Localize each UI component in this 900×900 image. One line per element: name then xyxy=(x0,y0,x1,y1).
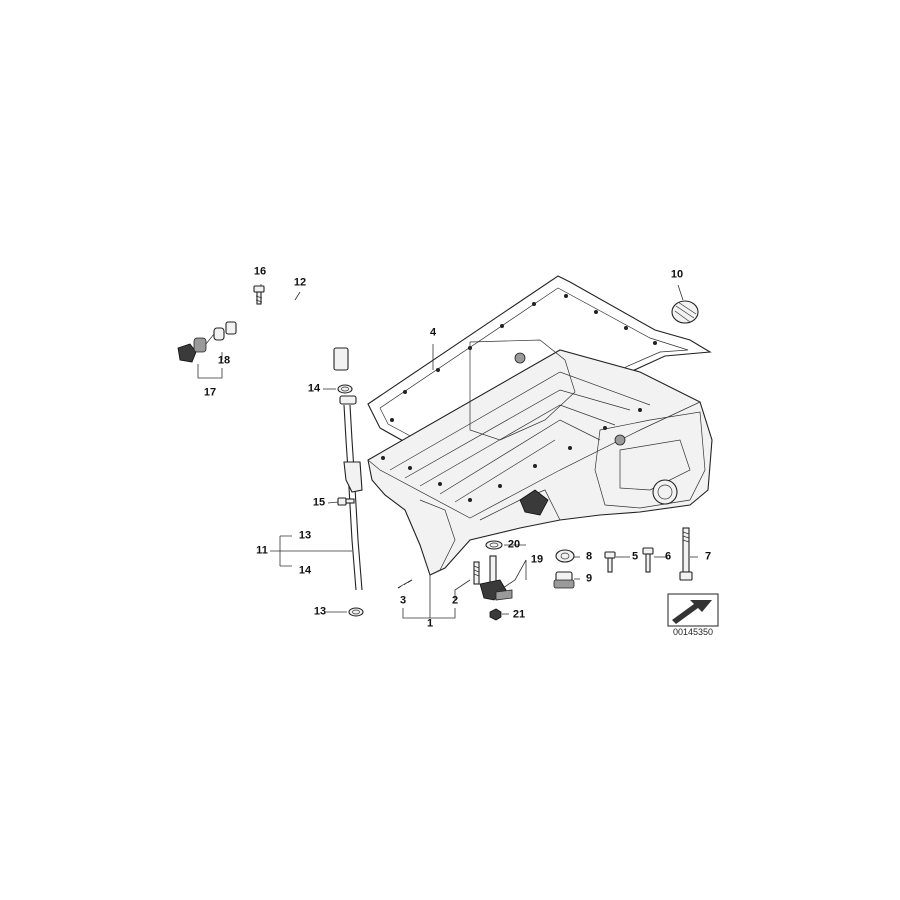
callout-9: 9 xyxy=(585,572,593,585)
callout-16: 16 xyxy=(253,265,267,278)
oil-level-sensor-19 xyxy=(479,555,513,601)
callout-13-seal: 13 xyxy=(313,605,327,618)
callout-12: 12 xyxy=(293,276,307,289)
callout-19: 19 xyxy=(530,553,544,566)
image-reference-code: 00145350 xyxy=(672,627,714,637)
seal-ring-14-top xyxy=(337,384,353,394)
bolt-16 xyxy=(253,285,265,305)
nut-21 xyxy=(489,608,502,621)
callout-15: 15 xyxy=(312,496,326,509)
drain-plug-9 xyxy=(553,571,575,589)
dipstick xyxy=(339,395,363,591)
callout-17: 17 xyxy=(203,386,217,399)
callout-20: 20 xyxy=(507,538,521,551)
screw-15 xyxy=(337,497,355,506)
orientation-symbol xyxy=(667,593,719,627)
dipstick-guide-tube xyxy=(225,296,349,371)
long-bolt-7 xyxy=(679,527,693,581)
oil-pan-body xyxy=(367,339,713,576)
callout-7: 7 xyxy=(704,550,712,563)
callout-8: 8 xyxy=(585,550,593,563)
callout-4: 4 xyxy=(429,326,437,339)
leader-lines xyxy=(197,284,698,619)
bolt-2 xyxy=(473,561,480,585)
cap-10 xyxy=(671,300,699,324)
callout-2: 2 xyxy=(451,594,459,607)
bolt-6 xyxy=(642,547,654,573)
gasket-ring-8 xyxy=(555,549,575,563)
seal-ring-13-bottom xyxy=(348,607,364,617)
dipstick-handle xyxy=(177,327,225,363)
callout-21: 21 xyxy=(512,608,526,621)
bolt-5 xyxy=(604,551,616,573)
callout-18: 18 xyxy=(217,354,231,367)
callout-14-seal: 14 xyxy=(307,382,321,395)
callout-6: 6 xyxy=(664,550,672,563)
callout-14-dipstick: 14 xyxy=(298,564,312,577)
callout-10: 10 xyxy=(670,268,684,281)
callout-5: 5 xyxy=(631,550,639,563)
stud-3 xyxy=(397,579,413,589)
o-ring-20 xyxy=(485,540,503,550)
callout-13-dipstick: 13 xyxy=(298,529,312,542)
callout-3: 3 xyxy=(399,594,407,607)
callout-11: 11 xyxy=(256,544,268,557)
callout-1: 1 xyxy=(426,617,434,630)
